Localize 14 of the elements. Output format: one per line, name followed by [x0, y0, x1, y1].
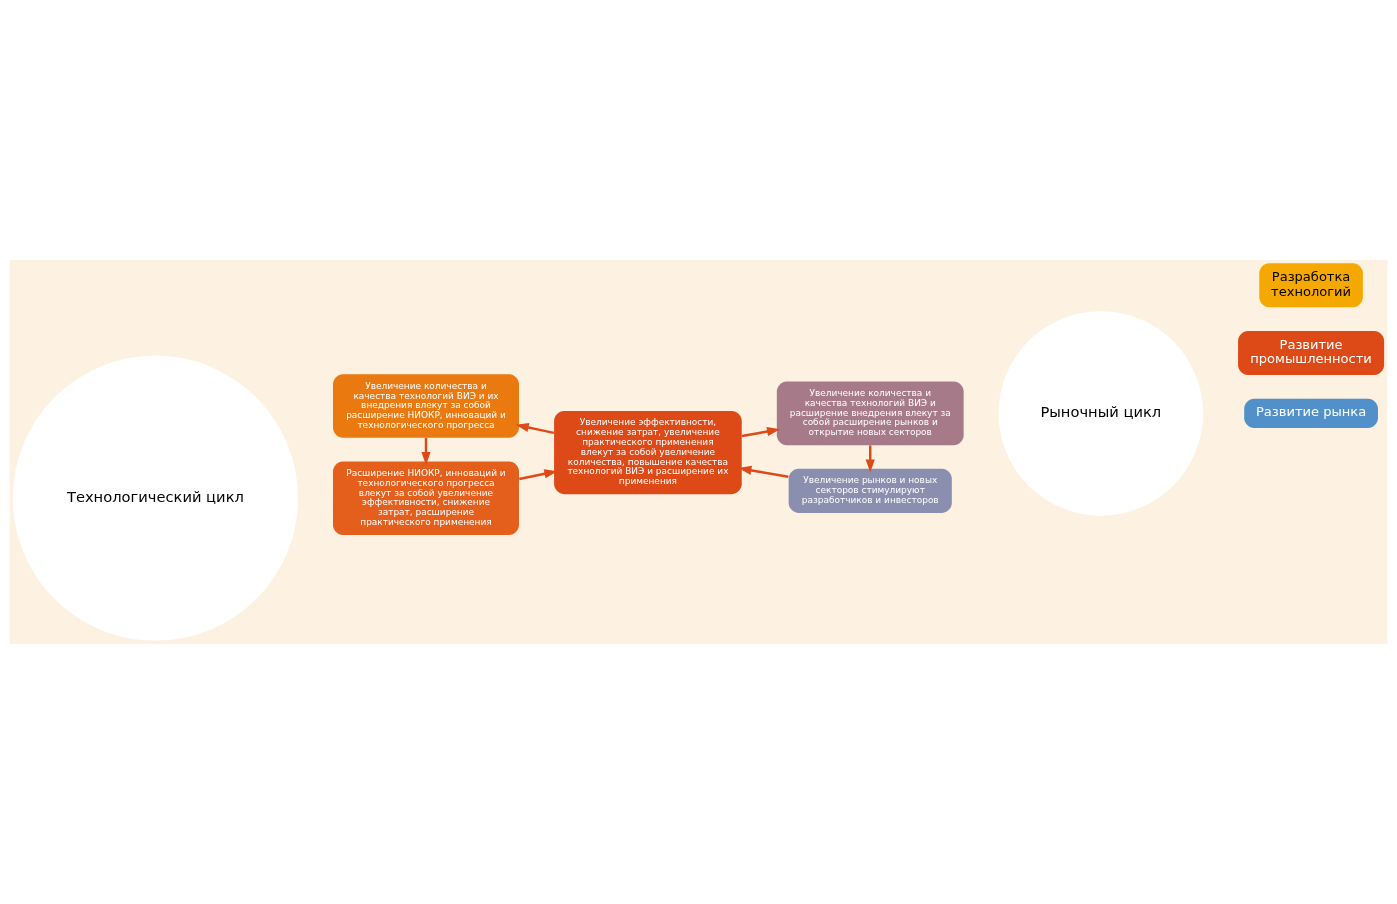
arrow [519, 469, 558, 481]
node-circle: Технологический цикл [12, 355, 299, 641]
node-box: Увеличение эффективности, снижение затрат, увеличение практического применения влекут за собой увеличение количества, повышение качества технологий ВИЭ и расширение их применения [554, 410, 742, 495]
node-box: Увеличение количества и качества технологий ВИЭ и их внедрения влекут за собой расширение НИОКР, инноваций и технологического прогресса [333, 374, 519, 438]
arrow [741, 427, 781, 438]
node-box: Расширение НИОКР, инноваций и технологического прогресса влекут за собой увеличение эффективности, снижение затрат, расширение практического применения [333, 461, 519, 535]
node-box: Увеличение рынков и новых секторов стимулируют разработчиков и инвесторов [788, 468, 952, 513]
legend-label: Развитие рынка [1255, 404, 1367, 420]
legend-label: Развитие промышленности [1250, 336, 1372, 367]
arrow [738, 465, 789, 478]
arrow [515, 423, 555, 435]
node-box: Увеличение количества и качества технологий ВИЭ и расширение внедрения влекут за собой расширение рынков и открытие новых секторов [776, 381, 964, 446]
legend-label: Разработка технологий [1271, 269, 1352, 299]
node-circle: Рыночный цикл [998, 311, 1204, 516]
